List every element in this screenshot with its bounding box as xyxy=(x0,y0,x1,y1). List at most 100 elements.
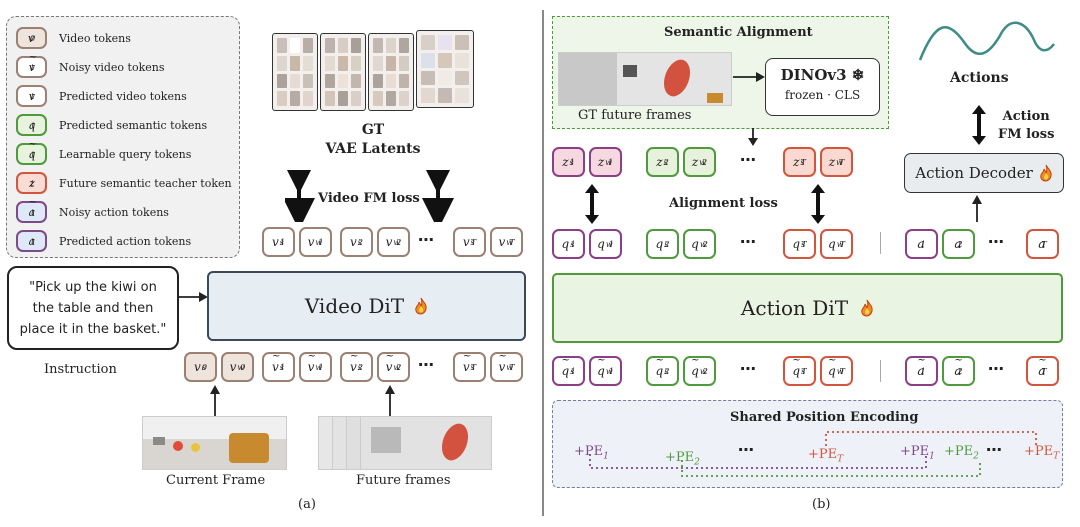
panel-a-caption: (a) xyxy=(298,497,316,512)
video-dit-label: Video DiT xyxy=(304,294,405,318)
actions-curve xyxy=(918,21,1055,61)
row-separator xyxy=(880,360,881,382)
latent-frame xyxy=(272,33,318,111)
legend-label: Noisy video tokens xyxy=(59,60,165,74)
semantic-alignment-title: Semantic Alignment xyxy=(664,25,813,40)
ellipsis: ⋯ xyxy=(740,232,757,251)
latent-frame xyxy=(368,33,414,111)
pe-label: +PE1 xyxy=(900,444,935,462)
ellipsis: ⋯ xyxy=(988,359,1005,378)
pe-connectors xyxy=(589,431,1037,477)
latent-frame xyxy=(320,33,366,111)
decoder-up-arrow xyxy=(972,195,982,222)
alignment-loss-arrows xyxy=(585,184,825,224)
gt-latents-title: GT VAE Latents xyxy=(325,122,421,157)
action-fm-loss-arrow xyxy=(972,105,986,145)
noisy-action-token: a~T xyxy=(1026,355,1059,386)
instruction-label: Instruction xyxy=(44,362,117,377)
ellipsis: ⋯ xyxy=(738,440,755,459)
video-fm-loss-label: Video FM loss xyxy=(318,191,420,206)
ellipsis: ⋯ xyxy=(740,150,757,169)
pe-label: +PE1 xyxy=(574,444,609,462)
pe-label: +PE2 xyxy=(665,450,700,468)
shared-pe-box xyxy=(552,400,1063,488)
legend-label: Predicted video tokens xyxy=(59,89,187,103)
video-fm-loss-arrows xyxy=(285,170,454,222)
action-fm-loss-label: Action FM loss xyxy=(998,109,1055,142)
future-frames-label: Future frames xyxy=(356,473,451,488)
alignment-loss-label: Alignment loss xyxy=(669,196,778,211)
fire-icon xyxy=(861,299,873,317)
action-dit-block: Action DiT xyxy=(552,273,1063,343)
legend-label: Noisy action tokens xyxy=(59,205,169,219)
future-frames-arrow xyxy=(385,385,395,420)
fire-icon xyxy=(1040,164,1052,182)
actions-label: Actions xyxy=(950,70,1009,86)
latent-frame xyxy=(416,30,474,108)
legend-label: Predicted semantic tokens xyxy=(59,118,208,132)
noisy-action-token: a~1 xyxy=(905,355,938,386)
legend-token: q~t xyxy=(16,139,47,165)
dino-title: DINOv3 ❄ xyxy=(780,66,865,84)
current-frame-arrow xyxy=(210,385,220,420)
noisy-action-token: a~2 xyxy=(942,355,975,386)
current-frame-label: Current Frame xyxy=(166,473,266,488)
pe-label: +PET xyxy=(1024,444,1060,462)
ellipsis: ⋯ xyxy=(740,359,757,378)
panel-b-caption: (b) xyxy=(812,497,831,512)
fire-icon xyxy=(415,297,427,315)
dino-sub: frozen · CLS xyxy=(784,88,861,102)
pe-label: +PE2 xyxy=(944,444,979,462)
gt-future-frames-label: GT future frames xyxy=(578,108,692,123)
current-frame-image xyxy=(142,416,287,470)
ellipsis: ⋯ xyxy=(418,355,435,374)
instruction-arrow xyxy=(179,292,208,302)
shared-pe-title: Shared Position Encoding xyxy=(730,410,919,425)
legend-label: Predicted action tokens xyxy=(59,234,192,248)
sa-down-arrow xyxy=(748,128,758,146)
ellipsis: ⋯ xyxy=(418,230,435,249)
panel-divider xyxy=(542,10,544,516)
legend-label: Video tokens xyxy=(59,31,131,45)
action-decoder-label: Action Decoder xyxy=(915,164,1033,182)
